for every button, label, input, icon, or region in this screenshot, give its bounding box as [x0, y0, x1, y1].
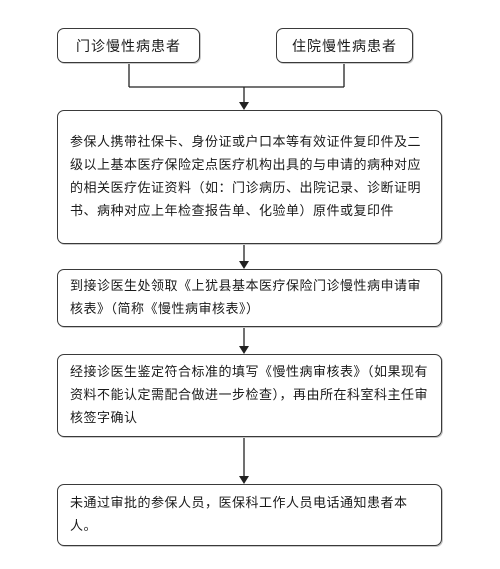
arrowhead-step1 — [239, 102, 249, 110]
arrowhead-step3 — [239, 346, 249, 354]
inpatient-patient-label: 住院慢性病患者 — [292, 38, 397, 55]
outpatient-patient-label: 门诊慢性病患者 — [76, 38, 181, 55]
step4-notify-text: 未通过审批的参保人员，医保科工作人员电话通知患者本人。 — [70, 496, 408, 534]
step3-review-text: 经接诊医生鉴定符合标准的填写《慢性病审核表》（如果现有资料不能认定需配合做进一步… — [70, 365, 429, 426]
step4-notify-box: 未通过审批的参保人员，医保科工作人员电话通知患者本人。 — [57, 484, 442, 546]
inpatient-patient-box: 住院慢性病患者 — [276, 28, 413, 63]
outpatient-patient-box: 门诊慢性病患者 — [57, 28, 200, 63]
step2-form-text: 到接诊医生处领取《上犹县基本医疗保险门诊慢性病申请审核表》（简称《慢性病审核表》… — [70, 279, 422, 317]
step1-materials-text: 参保人携带社保卡、身份证或户口本等有效证件复印件及二级以上基本医疗保险定点医疗机… — [70, 135, 422, 219]
step3-review-box: 经接诊医生鉴定符合标准的填写《慢性病审核表》（如果现有资料不能认定需配合做进一步… — [57, 354, 442, 437]
arrowhead-step2 — [239, 261, 249, 269]
step2-form-box: 到接诊医生处领取《上犹县基本医疗保险门诊慢性病申请审核表》（简称《慢性病审核表》… — [57, 269, 442, 327]
step1-materials-box: 参保人携带社保卡、身份证或户口本等有效证件复印件及二级以上基本医疗保险定点医疗机… — [57, 110, 442, 244]
arrowhead-step4 — [239, 476, 249, 484]
